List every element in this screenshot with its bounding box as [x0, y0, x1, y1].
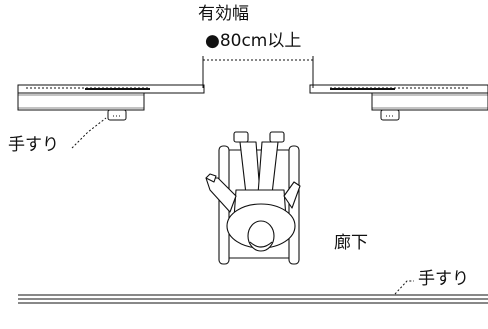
effective-width-title: 有効幅	[198, 4, 249, 24]
right-door-wall	[309, 84, 488, 121]
wheelchair-user	[205, 131, 301, 265]
effective-width-value: ●80cm以上	[205, 31, 302, 51]
left-door-wall	[17, 84, 205, 121]
corridor-label: 廊下	[334, 233, 368, 253]
bottom-handrail	[18, 280, 488, 304]
width-dimension	[202, 56, 314, 88]
handrail-left-label: 手すり	[8, 135, 59, 155]
handrail-left-leader	[71, 117, 107, 149]
handrail-bottom-label: 手すり	[418, 269, 469, 289]
